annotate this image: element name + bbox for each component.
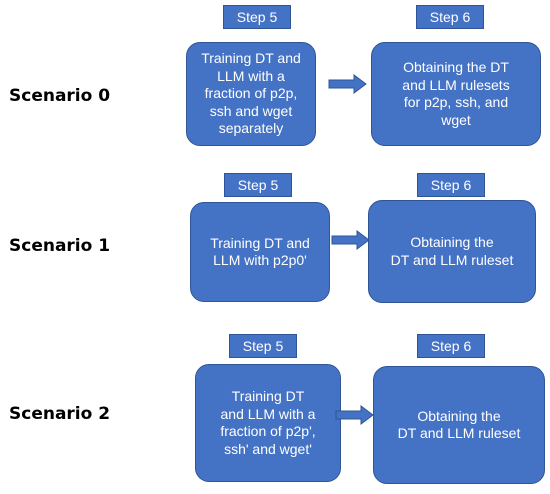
scenario-0-arrow-icon bbox=[328, 74, 367, 94]
scenario-1-obtaining-box: Obtaining the DT and LLM ruleset bbox=[368, 200, 536, 303]
scenario-2-training-box: Training DT and LLM with a fraction of p… bbox=[195, 364, 341, 482]
scenario-1-arrow-icon bbox=[331, 230, 370, 250]
scenario-0-obtaining-box: Obtaining the DT and LLM rulesets for p2… bbox=[371, 42, 541, 146]
scenario-0-step-5-label: Step 5 bbox=[223, 5, 291, 29]
scenario-2-step-6-label: Step 6 bbox=[417, 334, 485, 358]
scenario-1-step-5-label: Step 5 bbox=[224, 173, 292, 197]
scenario-2-label: Scenario 2 bbox=[9, 404, 111, 424]
scenario-1-label: Scenario 1 bbox=[9, 236, 111, 256]
scenario-0-label: Scenario 0 bbox=[9, 86, 111, 106]
scenario-1-step-6-label: Step 6 bbox=[417, 173, 485, 197]
scenario-1-training-box: Training DT and LLM with p2p0' bbox=[190, 202, 330, 302]
scenario-2-arrow-icon bbox=[335, 405, 374, 425]
scenario-2-obtaining-box: Obtaining the DT and LLM ruleset bbox=[373, 366, 545, 484]
scenario-2-step-5-label: Step 5 bbox=[229, 334, 297, 358]
scenario-0-training-box: Training DT and LLM with a fraction of p… bbox=[186, 42, 316, 146]
scenario-0-step-6-label: Step 6 bbox=[416, 5, 484, 29]
